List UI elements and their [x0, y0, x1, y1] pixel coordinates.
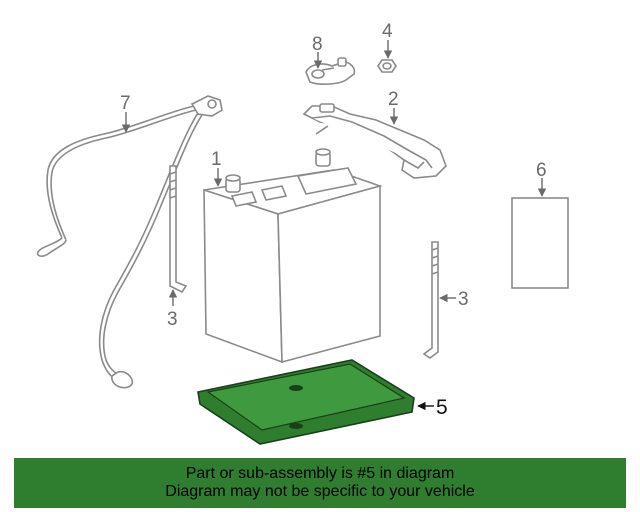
callout-3-left: 3	[167, 309, 178, 330]
banner-line-2: Diagram may not be specific to your vehi…	[165, 483, 475, 500]
callout-7: 7	[120, 93, 131, 114]
parts-diagram: 1 2 3 3 4 5 6 7 8	[36, 21, 569, 445]
battery-tray-part-5	[197, 359, 415, 445]
leader-lines	[121, 40, 547, 411]
hold-down-rod-right-part-3	[422, 241, 439, 359]
info-banner: Part or sub-assembly is #5 in diagram Di…	[14, 458, 626, 508]
battery-cable-part-7	[36, 95, 223, 389]
callout-5: 5	[436, 396, 448, 419]
callout-1: 1	[211, 149, 222, 170]
terminal-clamp-part-8	[305, 57, 356, 85]
callout-3-right: 3	[458, 289, 469, 310]
battery-part-1	[203, 148, 383, 364]
callout-8: 8	[312, 34, 323, 55]
nut-part-4	[377, 59, 397, 73]
banner-line-1: Part or sub-assembly is #5 in diagram	[185, 465, 455, 482]
label-part-6	[511, 197, 569, 289]
callout-6: 6	[536, 160, 547, 181]
hold-down-rod-left-part-3	[169, 165, 188, 294]
callout-2: 2	[388, 89, 399, 110]
hold-down-bracket-part-2	[302, 103, 447, 179]
callout-4: 4	[382, 21, 393, 42]
